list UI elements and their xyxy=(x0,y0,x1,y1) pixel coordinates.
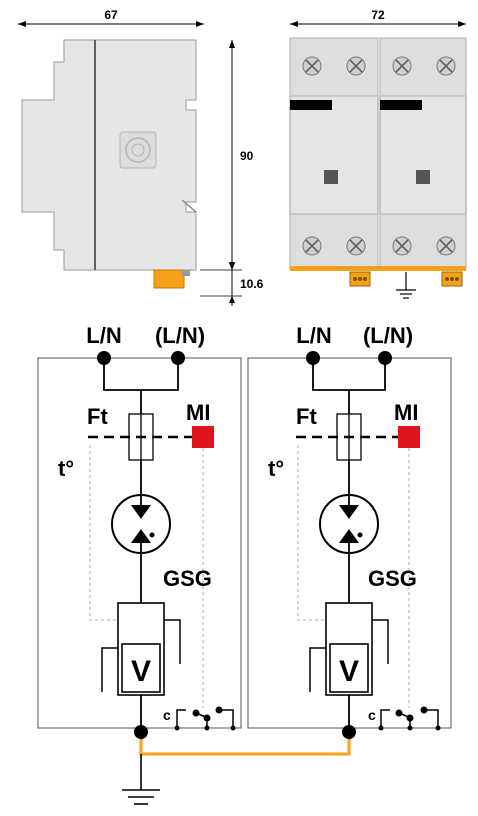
terminal-label: L/N xyxy=(296,323,331,348)
varistor-label: V xyxy=(131,655,151,688)
front-view: 72 xyxy=(289,8,467,299)
front-width-dimension: 72 xyxy=(290,8,466,27)
terminal-label: L/N xyxy=(86,323,121,348)
fuse-label: Ft xyxy=(87,404,108,429)
height-label: 90 xyxy=(240,149,254,163)
side-width-label: 67 xyxy=(104,8,118,22)
din-clip xyxy=(153,269,185,289)
front-module-1 xyxy=(289,37,379,269)
thermal-label: t° xyxy=(58,456,74,481)
front-module-2 xyxy=(379,37,467,269)
gap-label: GSG xyxy=(368,566,417,591)
side-width-dimension: 67 xyxy=(18,8,204,27)
gap-label: GSG xyxy=(163,566,212,591)
ground-symbol-icon xyxy=(396,272,416,299)
front-width-label: 72 xyxy=(371,8,385,22)
fuse-label: Ft xyxy=(296,404,317,429)
indicator-label: MI xyxy=(186,400,210,425)
ground-link xyxy=(139,739,351,756)
rail-depth-label: 10.6 xyxy=(240,277,264,291)
ground-symbol-icon xyxy=(122,754,160,805)
side-view: 67 90 10.6 xyxy=(18,8,264,306)
terminal-label: (L/N) xyxy=(363,323,413,348)
gas-discharge-tube xyxy=(111,494,171,554)
contact-label: c xyxy=(368,707,376,723)
remote-contact: c xyxy=(368,706,441,731)
contact-label: c xyxy=(163,707,171,723)
circuit-1: L/N (L/N) Ft MI t° xyxy=(37,323,242,739)
varistor xyxy=(121,643,161,693)
terminal-label: (L/N) xyxy=(155,323,205,348)
circuit-2: L/N (L/N) Ft MI t° GSG xyxy=(247,323,452,739)
rail-depth-dimension: 10.6 xyxy=(200,262,264,306)
indicator-label: MI xyxy=(394,400,418,425)
pe-node xyxy=(342,725,356,739)
side-body xyxy=(21,39,197,271)
schematic: L/N (L/N) Ft MI t° xyxy=(37,323,452,805)
varistor-label: V xyxy=(339,655,359,688)
pe-node xyxy=(134,725,148,739)
din-base-strip xyxy=(290,266,466,271)
remote-contact: c xyxy=(163,706,236,731)
height-dimension: 90 xyxy=(229,40,254,270)
thermal-label: t° xyxy=(268,456,284,481)
varistor xyxy=(329,643,369,693)
brand-logo-icon xyxy=(119,131,157,169)
gas-discharge-tube xyxy=(319,494,379,554)
status-indicator xyxy=(398,426,420,448)
status-indicator xyxy=(192,426,214,448)
